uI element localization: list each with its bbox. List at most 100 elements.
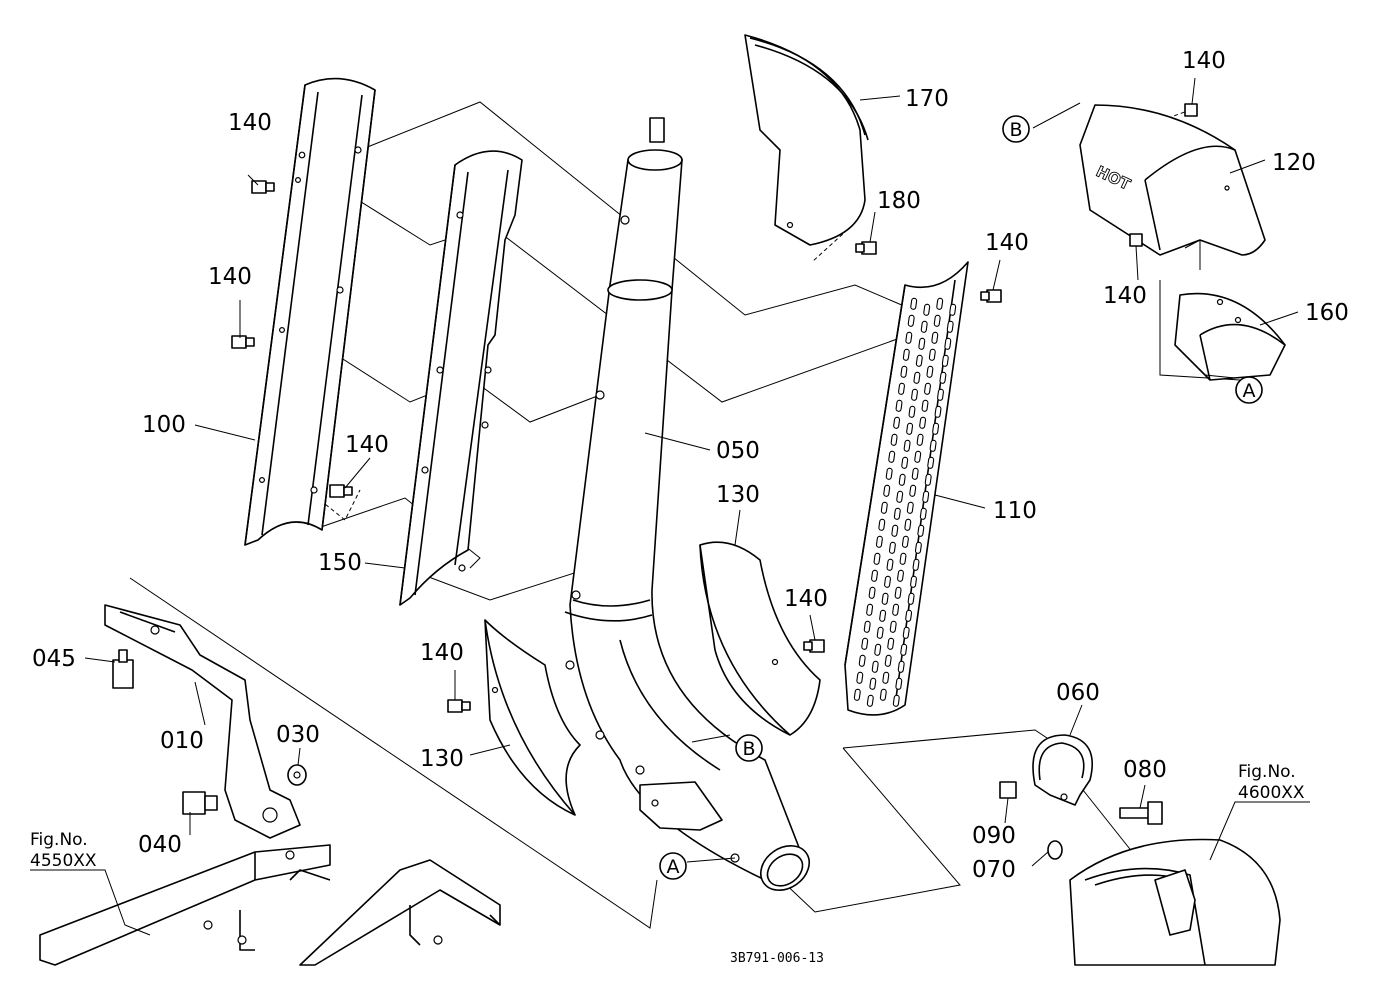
label-040: 040 [138, 832, 182, 858]
bolt-140 [1184, 103, 1198, 117]
shield-100 [244, 77, 376, 546]
guard-slot [917, 524, 925, 537]
guard-slot [890, 433, 898, 446]
bolt-140 [447, 699, 471, 713]
guard-slot [914, 450, 922, 463]
guard-slot [927, 456, 935, 469]
guard-slot [916, 433, 924, 446]
guard-slot [883, 484, 891, 497]
guard-slot [888, 450, 896, 463]
guard-slot [906, 501, 914, 514]
guard-slot [868, 586, 876, 599]
guard-slot [931, 331, 939, 344]
guard-slot [878, 518, 886, 531]
guard-slot [900, 365, 908, 378]
guard-slot [904, 518, 912, 531]
label-090: 090 [972, 823, 1016, 849]
guard-slot [910, 575, 917, 588]
guard-slot [880, 501, 888, 514]
bolt-140 [251, 180, 275, 194]
guard-slot [903, 439, 911, 452]
cover-170 [744, 34, 869, 246]
guard-slot [908, 405, 916, 418]
guard-slot [884, 654, 892, 667]
guard-slot [939, 371, 947, 384]
guard-slot [869, 677, 877, 690]
label-060: 060 [1056, 680, 1100, 706]
guard-slot [876, 626, 884, 639]
label-150: 150 [318, 550, 362, 576]
guard-slot [929, 439, 937, 452]
guard-slot [863, 620, 871, 633]
guard-slot [873, 552, 881, 565]
guard-slot [922, 490, 930, 503]
guard-slot [866, 603, 874, 616]
guard-slot [875, 535, 883, 548]
label-120: 120 [1272, 150, 1316, 176]
guard-slot [898, 382, 905, 395]
guard-slot [866, 694, 874, 707]
label-130-a: 130 [716, 482, 760, 508]
guard-slot [887, 637, 895, 650]
guard-slot [879, 688, 887, 701]
label-100: 100 [142, 412, 186, 438]
guard-slot [907, 592, 915, 605]
guard-slot [902, 348, 910, 361]
guard-slot [892, 603, 900, 616]
guard-slot [901, 456, 909, 469]
guard-slot [899, 552, 907, 565]
guard-slot [893, 507, 901, 520]
washer-070 [1047, 840, 1063, 860]
clamp-060 [1032, 734, 1094, 806]
guard-slot [944, 337, 952, 350]
svg-text:A: A [1243, 380, 1256, 402]
bolt-140 [980, 289, 1002, 303]
guard-slot [949, 303, 957, 316]
label-010: 010 [160, 728, 204, 754]
guard-slot [874, 643, 882, 656]
label-130-b: 130 [420, 746, 464, 772]
frame-4550xx [39, 844, 501, 966]
guard-slot [937, 388, 944, 401]
label-030: 030 [276, 722, 320, 748]
guard-slot [915, 354, 923, 367]
svg-text:A: A [667, 856, 680, 878]
guard-slots [853, 297, 957, 707]
cover-160 [1174, 292, 1286, 381]
bolt-140 [231, 335, 255, 349]
marker-a-pipe: A [659, 852, 687, 880]
guard-slot [926, 365, 934, 378]
guard-slot [910, 297, 918, 310]
guard-slot [897, 569, 904, 582]
fig-ref-left-prefix: Fig.No. [30, 830, 88, 850]
guard-slot [934, 405, 942, 418]
label-140-h: 140 [1103, 283, 1147, 309]
guard-slot [896, 490, 904, 503]
guard-slot [893, 416, 901, 429]
bolt-140 [1129, 233, 1143, 247]
shield-150 [399, 150, 523, 606]
guard-slot [905, 331, 913, 344]
guard-slot [913, 371, 921, 384]
svg-text:B: B [1009, 119, 1022, 141]
guard-slot [912, 558, 920, 571]
guard-slot [920, 320, 928, 333]
guard-slot [897, 660, 905, 673]
fig-ref-left-number: 4550XX [30, 851, 97, 871]
connection-markers: B A B A [659, 115, 1263, 880]
part-labels: 170 140 140 140 100 150 050 130 140 140 … [32, 48, 1349, 883]
heat-shield-130-right [699, 541, 821, 736]
guard-slot [881, 592, 889, 605]
guard-slot [853, 688, 861, 701]
guard-slot [888, 541, 896, 554]
housing-4600xx [1069, 838, 1281, 966]
guard-slot [907, 314, 915, 327]
guard-slot [856, 671, 864, 684]
label-170: 170 [905, 86, 949, 112]
guard-slot [932, 422, 940, 435]
heat-shield-130-left [484, 619, 581, 816]
bolt-140 [329, 484, 353, 498]
bolt-040 [182, 791, 218, 815]
label-070: 070 [972, 857, 1016, 883]
bolt-080 [1119, 801, 1163, 825]
